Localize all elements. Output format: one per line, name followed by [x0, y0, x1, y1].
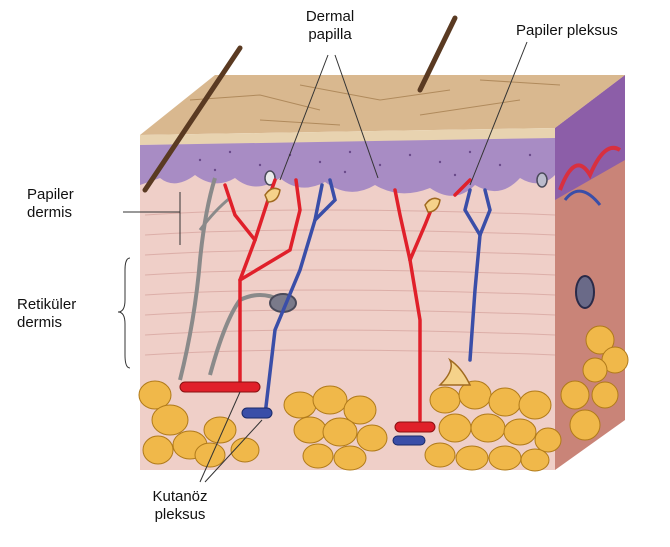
label-kutanoz-pleksus: Kutanöz pleksus	[138, 488, 222, 524]
label-papiler-dermis-line1: Papiler	[27, 186, 74, 204]
label-dermal-papilla-line2: papilla	[298, 26, 362, 44]
label-dermal-papilla-line1: Dermal	[298, 8, 362, 26]
label-papiler-pleksus-text: Papiler pleksus	[516, 22, 618, 40]
label-retikuler-dermis: Retiküler dermis	[17, 296, 76, 332]
label-papiler-dermis-line2: dermis	[27, 204, 74, 222]
label-retikuler-dermis-line2: dermis	[17, 314, 76, 332]
block-side-face	[555, 75, 628, 470]
label-retikuler-dermis-line1: Retiküler	[17, 296, 76, 314]
label-papiler-dermis: Papiler dermis	[27, 186, 74, 222]
label-kutanoz-pleksus-line1: Kutanöz	[138, 488, 222, 506]
label-kutanoz-pleksus-line2: pleksus	[138, 506, 222, 524]
label-dermal-papilla: Dermal papilla	[298, 8, 362, 44]
label-papiler-pleksus: Papiler pleksus	[516, 22, 618, 40]
